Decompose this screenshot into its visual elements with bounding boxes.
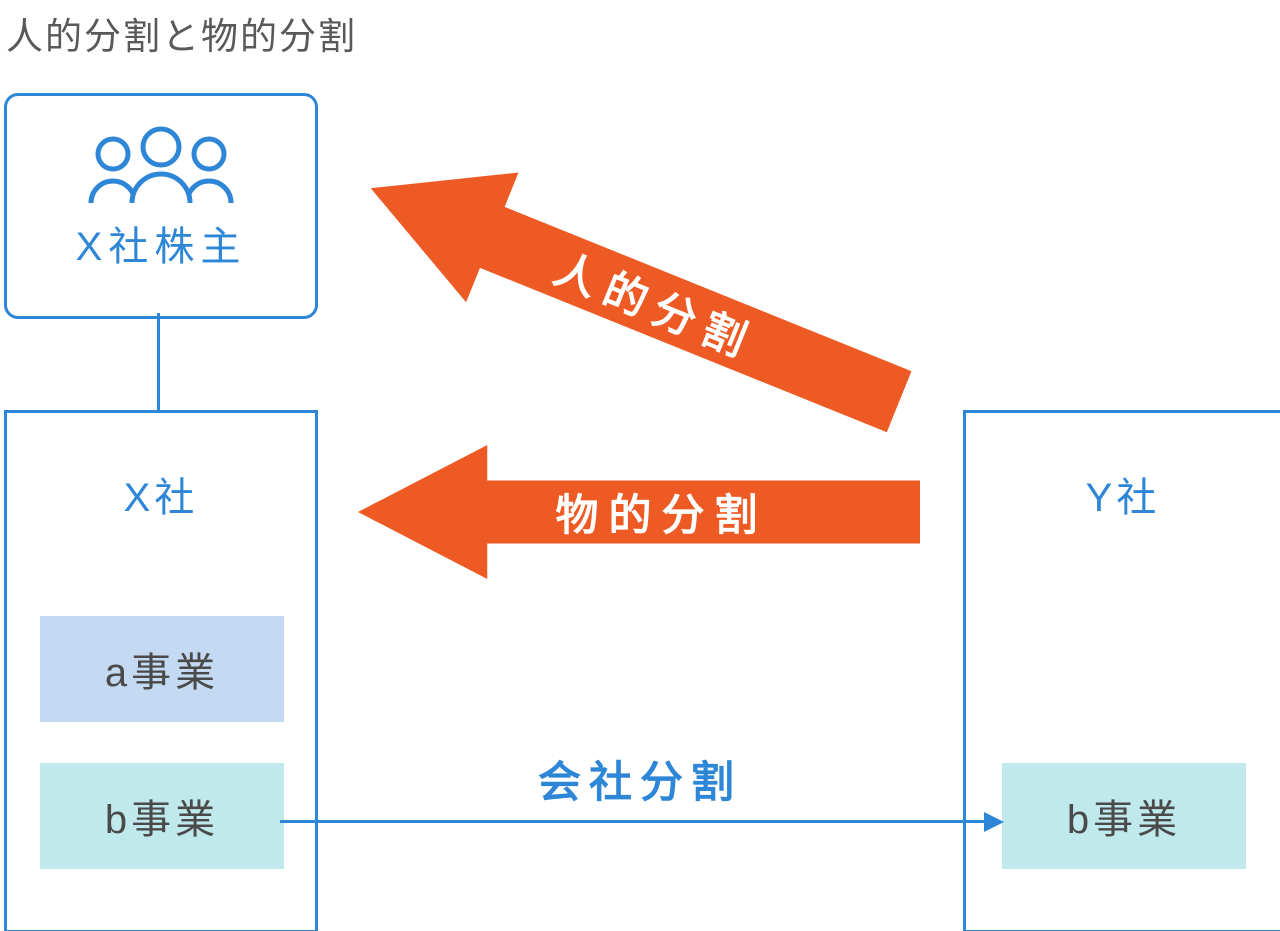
business-b-box: b事業 bbox=[40, 763, 284, 869]
kaisha-arrow-label: 会社分割 bbox=[538, 759, 742, 807]
kaisha-bunkatsu-arrowhead-icon bbox=[984, 812, 1004, 832]
x-company-box: X社 a事業 b事業 bbox=[4, 410, 318, 931]
jinteki-arrow-label: 人的分割 bbox=[547, 245, 762, 370]
butteki-arrow-label: 物的分割 bbox=[555, 492, 768, 540]
business-b-box-y: b事業 bbox=[1002, 763, 1246, 869]
butteki-bunkatsu-arrow: 物的分割 bbox=[358, 445, 920, 579]
shareholder-connector-line bbox=[157, 313, 160, 412]
people-icon bbox=[88, 126, 234, 204]
jinteki-bunkatsu-arrow: 人的分割 bbox=[345, 123, 926, 466]
shareholders-box: X社株主 bbox=[4, 93, 318, 319]
y-company-box: Y社 b事業 bbox=[963, 410, 1280, 931]
x-company-label: X社 bbox=[123, 476, 199, 520]
page-title: 人的分割と物的分割 bbox=[6, 16, 357, 57]
business-a-box: a事業 bbox=[40, 616, 284, 722]
shareholders-label: X社株主 bbox=[75, 225, 247, 269]
kaisha-bunkatsu-arrow-line bbox=[280, 820, 986, 823]
y-company-label: Y社 bbox=[1085, 476, 1161, 520]
